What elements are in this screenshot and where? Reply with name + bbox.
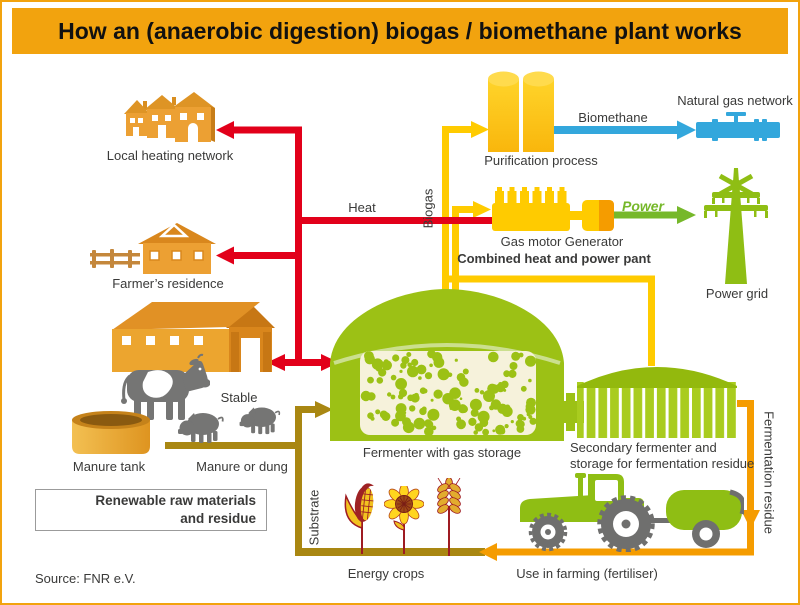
manure-tank-icon <box>70 408 152 456</box>
power-pylon-icon <box>702 168 770 284</box>
label-biogas: Biogas <box>420 188 436 229</box>
label-power-grid: Power grid <box>705 286 769 301</box>
label-power: Power <box>621 198 664 214</box>
cow-icon <box>114 352 210 424</box>
purification-columns-icon <box>488 70 554 152</box>
label-use-in-farming: Use in farming (fertiliser) <box>516 566 658 581</box>
substrate-arrowhead <box>315 401 333 418</box>
secondary-fermenter-icon <box>575 356 739 438</box>
label-biomethane: Biomethane <box>578 110 648 125</box>
renewable-raw-materials-box: Renewable raw materials and residue <box>35 489 267 531</box>
label-fermentation-residue: Fermentation residue <box>761 411 777 534</box>
heat-to-stable-arrowhead <box>267 354 285 371</box>
tractor-icon <box>514 464 744 552</box>
label-local-heating: Local heating network <box>106 148 234 163</box>
label-stable: Stable <box>220 390 258 405</box>
biomethane-arrowhead <box>677 120 696 140</box>
label-generator: Generator <box>564 234 624 249</box>
label-gas-motor: Gas motor <box>500 234 562 249</box>
heat-to-farmhouse-arrowhead <box>216 246 234 265</box>
heat-to-fermenter-arrowhead <box>321 354 339 371</box>
title-bar: How an (anaerobic digestion) biogas / bi… <box>12 8 788 54</box>
label-manure-or-dung: Manure or dung <box>196 459 288 474</box>
label-farmers-residence: Farmer’s residence <box>112 276 224 291</box>
source-note: Source: FNR e.V. <box>35 571 136 586</box>
gas-motor-icon <box>492 184 572 232</box>
stable-icon <box>110 298 275 380</box>
pig-icon <box>239 403 281 435</box>
generator-icon <box>570 198 616 232</box>
heat-to-houses-arrowhead <box>216 121 234 139</box>
power-arrowhead <box>677 206 696 224</box>
wheat-icon <box>432 478 466 556</box>
label-natural-gas-network: Natural gas network <box>677 93 793 108</box>
corn-icon <box>340 482 382 554</box>
farmhouse-icon <box>90 220 220 274</box>
label-manure-tank: Manure tank <box>72 459 146 474</box>
residue-to-field-arrowhead <box>479 543 497 561</box>
label-fermenter: Fermenter with gas storage <box>362 445 522 460</box>
residue-down-arrowhead <box>741 510 760 529</box>
label-chp: Combined heat and power pant <box>457 251 651 266</box>
houses-icon <box>122 92 217 144</box>
biogas-to-motor-arrowhead <box>473 201 491 218</box>
gas-pipeline-icon <box>696 108 780 144</box>
biogas-to-purification-arrowhead <box>471 121 489 138</box>
label-purification: Purification process <box>484 153 598 168</box>
sunflower-icon <box>384 486 424 554</box>
label-heat: Heat <box>348 200 376 215</box>
page-title: How an (anaerobic digestion) biogas / bi… <box>58 17 742 44</box>
label-secondary-fermenter: Secondary fermenter and storage for ferm… <box>570 440 755 472</box>
label-energy-crops: Energy crops <box>347 566 425 581</box>
pig-icon <box>178 408 224 444</box>
fermenter-icon <box>330 285 564 441</box>
label-substrate: Substrate <box>306 489 322 546</box>
